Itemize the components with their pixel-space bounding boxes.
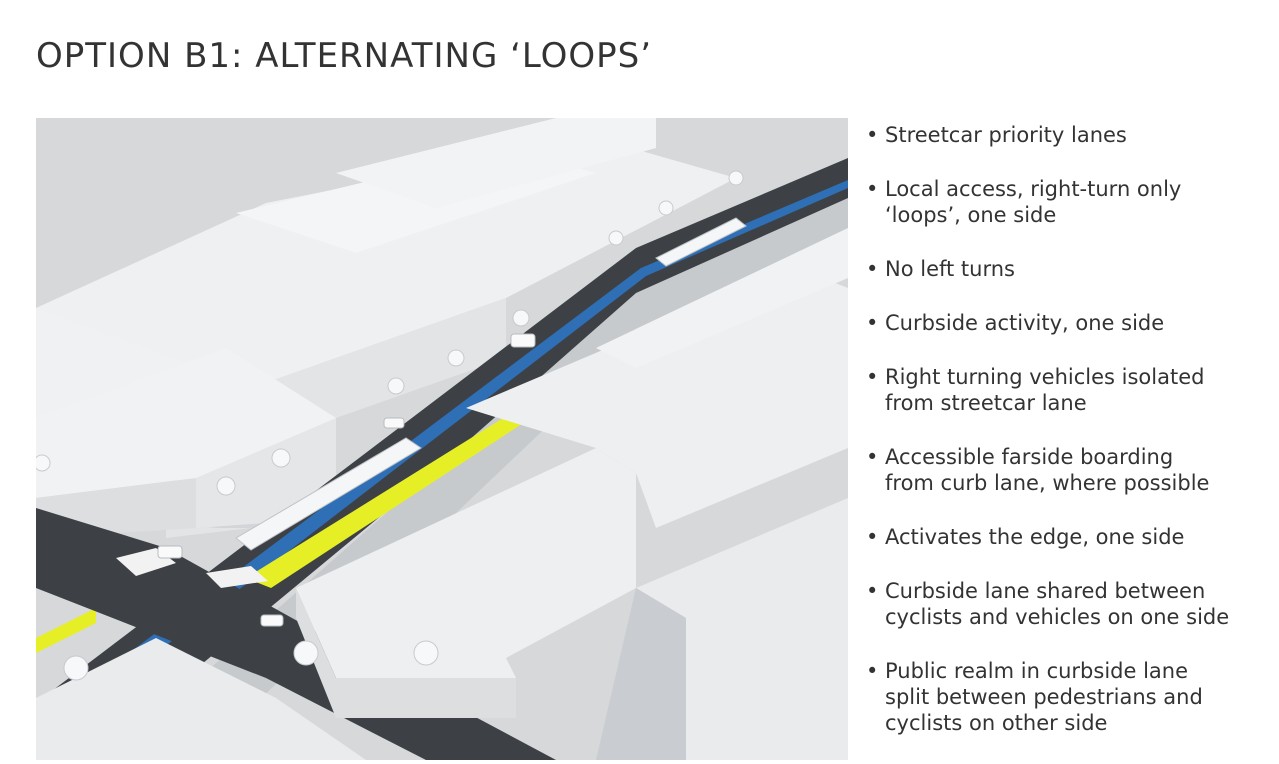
list-item-text: Streetcar priority lanes xyxy=(885,123,1127,147)
list-item-text: Public realm in curbside lane split betw… xyxy=(885,659,1203,735)
tree xyxy=(387,377,405,395)
crosswalk xyxy=(206,566,268,588)
tree xyxy=(293,640,319,666)
streetcar xyxy=(235,437,422,551)
building-roof xyxy=(336,118,656,208)
car xyxy=(260,614,284,627)
building-roof xyxy=(36,348,336,498)
car xyxy=(510,333,536,348)
list-item: Public realm in curbside lane split betw… xyxy=(866,658,1276,736)
tree xyxy=(63,655,89,681)
feature-list: Streetcar priority lanes Local access, r… xyxy=(866,122,1276,764)
list-item: Local access, right-turn only ‘loops’, o… xyxy=(866,176,1276,228)
list-item: Curbside lane shared between cyclists an… xyxy=(866,578,1276,630)
tree xyxy=(413,640,439,666)
car xyxy=(157,545,183,559)
list-item: No left turns xyxy=(866,256,1276,282)
list-item-text: Activates the edge, one side xyxy=(885,525,1185,549)
list-item: Curbside activity, one side xyxy=(866,310,1276,336)
streetcar-lane xyxy=(36,608,96,653)
building-roof xyxy=(596,228,848,368)
list-item-text: No left turns xyxy=(885,257,1015,281)
list-item-text: Curbside activity, one side xyxy=(885,311,1165,335)
building-roof xyxy=(296,448,636,678)
street-rendering-image xyxy=(36,118,848,760)
tree xyxy=(36,454,51,472)
list-item-text: Local access, right-turn only ‘loops’, o… xyxy=(885,177,1182,227)
list-item-text: Right turning vehicles isolated from str… xyxy=(885,365,1205,415)
list-item-text: Curbside lane shared between cyclists an… xyxy=(885,579,1230,629)
tree xyxy=(512,309,530,327)
page-title: OPTION B1: ALTERNATING ‘LOOPS’ xyxy=(36,36,653,76)
tree xyxy=(658,200,674,216)
list-item: Right turning vehicles isolated from str… xyxy=(866,364,1276,416)
list-item: Accessible farside boarding from curb la… xyxy=(866,444,1276,496)
building-face xyxy=(296,588,516,718)
streetcar xyxy=(655,217,747,267)
streetcar-lane xyxy=(246,236,848,588)
building-roof xyxy=(466,268,848,528)
building-roof xyxy=(36,638,366,760)
building-roof xyxy=(636,498,848,760)
tree xyxy=(728,170,744,186)
tree xyxy=(608,230,624,246)
tree xyxy=(271,448,291,468)
car xyxy=(383,417,405,429)
list-item: Streetcar priority lanes xyxy=(866,122,1276,148)
tree xyxy=(447,349,465,367)
list-item: Activates the edge, one side xyxy=(866,524,1276,550)
list-item-text: Accessible farside boarding from curb la… xyxy=(885,445,1210,495)
tree xyxy=(216,476,236,496)
building-face xyxy=(596,588,686,760)
